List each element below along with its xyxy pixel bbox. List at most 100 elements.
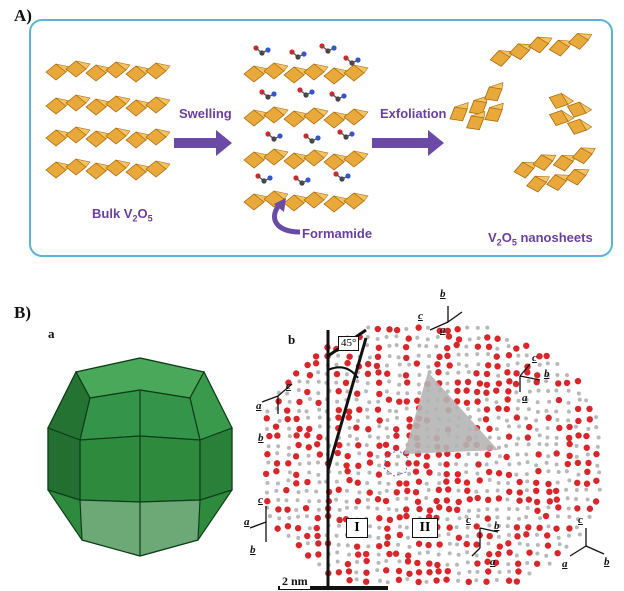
atom-grey: [465, 550, 470, 555]
atom-red: [275, 398, 282, 405]
atom-red: [354, 479, 361, 486]
atom-red: [506, 549, 513, 556]
atom-grey: [445, 371, 450, 376]
atom-grey: [506, 533, 511, 538]
atom-red: [555, 396, 563, 404]
atom-red: [425, 541, 432, 549]
atom-red: [463, 540, 470, 548]
atom-grey: [524, 472, 529, 477]
atom-red: [426, 507, 434, 514]
atom-red: [345, 568, 353, 575]
atom-grey: [456, 370, 461, 375]
axis-label-a: a: [256, 400, 262, 412]
atom-grey: [577, 532, 582, 537]
atom-red: [555, 504, 562, 511]
atom-grey: [496, 481, 501, 486]
atom-grey: [576, 517, 581, 522]
atom-grey: [315, 460, 320, 465]
atom-grey: [526, 407, 531, 412]
atom-red: [316, 451, 324, 458]
atom-red: [304, 532, 311, 540]
atom-grey: [376, 560, 381, 565]
atom-grey: [506, 562, 511, 567]
atom-red: [314, 441, 321, 448]
atom-grey: [487, 478, 492, 483]
atom-grey: [476, 408, 481, 413]
atom-grey: [407, 544, 412, 549]
atom-grey: [304, 409, 309, 414]
atom-grey: [526, 442, 531, 447]
atom-grey: [537, 362, 542, 367]
atom-grey: [564, 487, 569, 492]
atom-grey: [345, 505, 350, 510]
atom-grey: [494, 427, 499, 432]
atom-grey: [307, 461, 312, 466]
atom-red: [482, 416, 490, 423]
atom-red: [403, 398, 411, 405]
atom-red: [545, 414, 552, 422]
atom-grey: [365, 415, 370, 420]
atom-grey: [514, 390, 519, 395]
axis-label-a: a: [244, 516, 250, 528]
atom-grey: [506, 516, 511, 521]
atom-red: [415, 569, 423, 576]
atom-red: [385, 396, 393, 403]
atom-red: [474, 398, 481, 405]
atom-grey: [387, 408, 392, 413]
atom-red: [392, 444, 400, 452]
atom-grey: [336, 353, 341, 358]
atom-grey: [456, 578, 461, 583]
atom-grey: [454, 562, 459, 567]
atom-red: [542, 512, 550, 520]
atom-grey: [365, 497, 370, 502]
atom-grey: [277, 516, 282, 521]
atom-grey: [544, 553, 549, 558]
atom-red: [415, 324, 422, 331]
atom-grey: [487, 523, 492, 528]
atomic-structure: [262, 324, 602, 590]
atom-red: [283, 486, 290, 494]
atom-red: [293, 415, 300, 423]
atom-grey: [495, 346, 500, 351]
atom-grey: [446, 532, 451, 537]
bulk-v2o5-structure: [46, 61, 170, 180]
atom-red: [406, 570, 413, 577]
atom-red: [386, 516, 394, 524]
atom-red: [403, 506, 410, 513]
atom-grey: [506, 481, 511, 486]
atom-grey: [566, 418, 571, 423]
atom-grey: [375, 337, 380, 342]
atom-red: [396, 531, 404, 539]
atom-grey: [376, 435, 381, 440]
atom-grey: [555, 480, 560, 485]
atom-grey: [365, 343, 370, 348]
atom-red: [435, 369, 442, 376]
atom-grey: [447, 541, 452, 546]
atom-grey: [296, 535, 301, 540]
atom-grey: [456, 552, 461, 557]
atom-red: [534, 507, 541, 514]
atom-red: [386, 326, 393, 333]
atom-grey: [424, 496, 429, 501]
atom-red: [454, 326, 461, 333]
atom-red: [403, 354, 410, 362]
atom-grey: [367, 470, 372, 475]
atom-red: [304, 361, 311, 369]
atom-red: [293, 480, 300, 487]
atom-red: [525, 524, 532, 531]
atom-red: [314, 514, 321, 522]
atom-red: [426, 469, 433, 476]
atom-grey: [437, 472, 442, 477]
atom-red: [552, 487, 560, 495]
atom-grey: [567, 514, 572, 519]
atom-red: [463, 479, 471, 486]
atom-grey: [555, 372, 560, 377]
atom-red: [544, 542, 552, 549]
atom-grey: [464, 470, 469, 475]
atom-red: [413, 460, 420, 467]
atom-red: [513, 524, 521, 531]
atom-grey: [335, 399, 340, 404]
atom-red: [423, 462, 430, 469]
atom-grey: [317, 562, 322, 567]
atom-red: [264, 498, 271, 505]
